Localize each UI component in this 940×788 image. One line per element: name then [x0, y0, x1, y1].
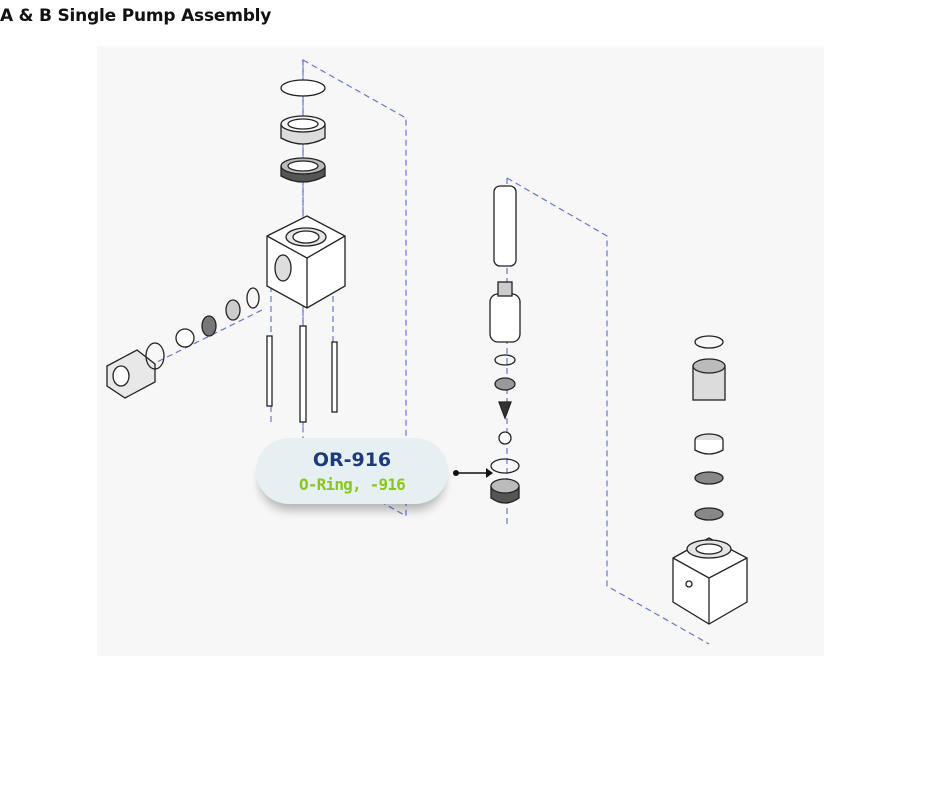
part-number-label: OR-916 [312, 449, 392, 471]
right-pump-block [672, 335, 748, 625]
left-inlet-parts [106, 287, 260, 399]
left-pump-block [266, 79, 346, 423]
part-description-label: O-Ring, -916 [299, 475, 406, 494]
part-callout-tooltip: OR-916 O-Ring, -916 [256, 438, 448, 504]
center-piston-stack [489, 185, 521, 504]
callout-leader-arrow [453, 468, 493, 478]
page-title: A & B Single Pump Assembly [0, 6, 272, 26]
exploded-view-diagram [97, 46, 824, 656]
assembly-guide-lines [148, 58, 710, 645]
